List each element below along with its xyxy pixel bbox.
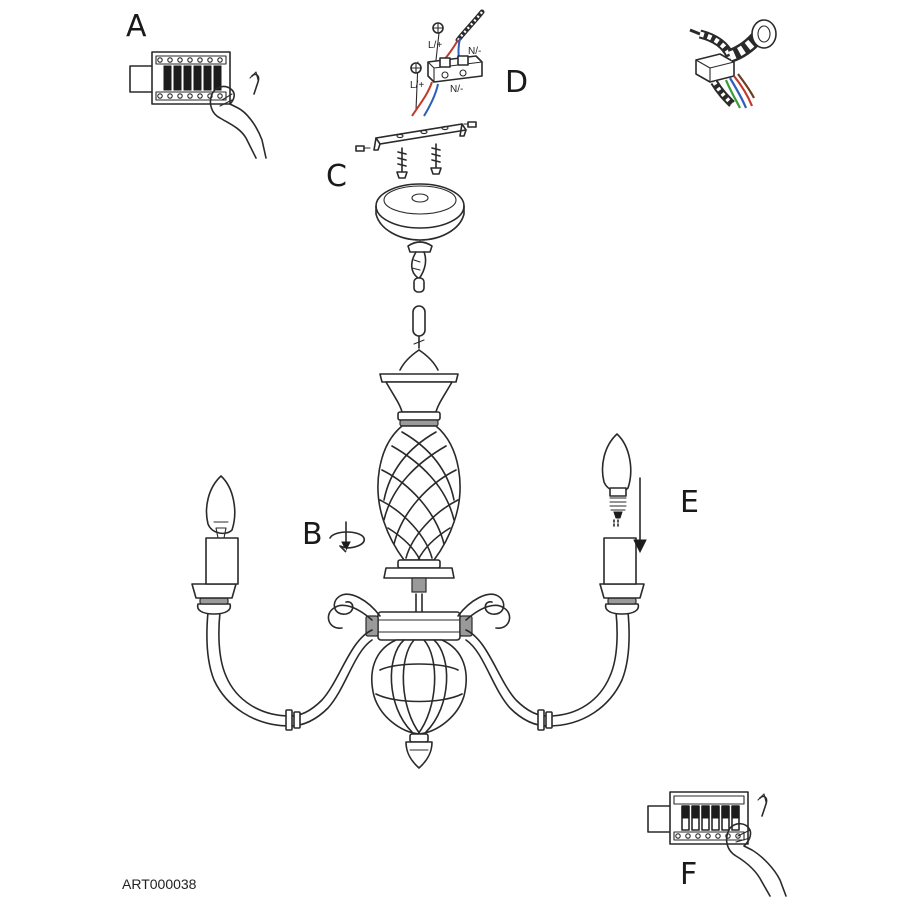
wire-label-live-top: L/+ (428, 40, 442, 51)
chandelier-illustration (191, 305, 647, 769)
wire-label-live-bottom: L/+ (410, 80, 424, 91)
step-label-f: F (680, 857, 698, 892)
insulated-connector-illustration (689, 19, 777, 109)
step-label-a: A (126, 9, 147, 44)
fusebox-off-illustration (129, 51, 267, 159)
step-label-d: D (505, 65, 529, 100)
wiring-terminal-illustration: L/+ N/- L/+ N/- (410, 9, 485, 117)
fusebox-on-illustration (647, 791, 787, 897)
ceiling-canopy-illustration (375, 183, 465, 293)
step-label-e: E (680, 485, 699, 520)
wire-label-neutral-bottom: N/- (450, 84, 463, 95)
step-label-b: B (302, 517, 323, 552)
mounting-bracket-illustration (355, 121, 477, 179)
article-number: ART000038 (122, 876, 197, 892)
wire-label-neutral-top: N/- (468, 46, 481, 57)
step-label-c: C (326, 159, 347, 194)
